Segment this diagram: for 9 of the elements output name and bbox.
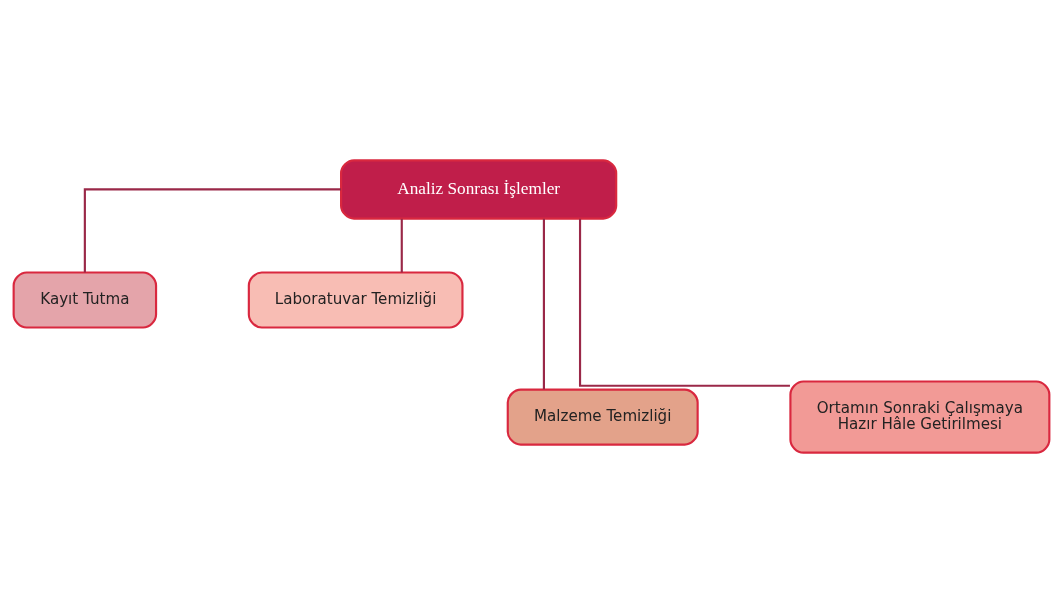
node-box: Laboratuvar Temizliği xyxy=(247,270,464,329)
connector xyxy=(578,218,790,387)
connector xyxy=(542,218,545,389)
node-box: Ortamın Sonraki Çalışmaya Hazır Hâle Getirilmesi xyxy=(789,379,1051,454)
connector xyxy=(400,218,403,272)
node-box: Analiz Sonrası İşlemler xyxy=(340,158,618,220)
node-box: Kayıt Tutma xyxy=(12,270,158,329)
node-box: Malzeme Temizliği xyxy=(506,388,699,446)
connector xyxy=(83,187,341,272)
